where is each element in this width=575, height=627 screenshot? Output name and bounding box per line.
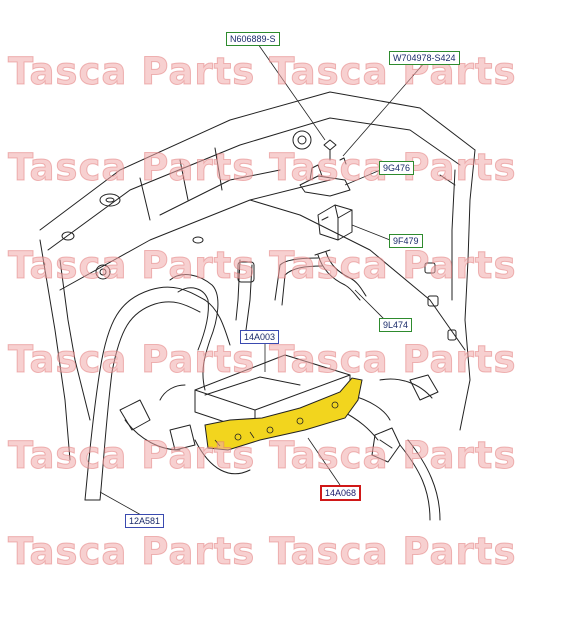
harness-12a581 <box>84 286 206 501</box>
leader-9f479 <box>351 224 391 241</box>
watermark: Tasca Parts Tasca Parts <box>7 434 517 478</box>
mount-hole <box>292 130 312 150</box>
callout-9g476: 9G476 <box>379 161 415 175</box>
sensor-9f479 <box>317 204 353 241</box>
leader-n606889 <box>257 43 326 141</box>
bracket-14a068-highlight <box>204 377 363 451</box>
mount-hole <box>95 264 111 280</box>
watermark: Tasca Parts Tasca Parts <box>7 338 517 382</box>
callout-14a003: 14A003 <box>240 330 280 344</box>
callout-9f479: 9F479 <box>389 234 423 248</box>
hose-9l474 <box>317 254 361 301</box>
callout-w704978: W704978-S424 <box>389 51 460 65</box>
watermark: Tasca Parts Tasca Parts <box>7 146 517 190</box>
bracket-9g476 <box>299 175 351 197</box>
leader-9g476 <box>344 167 386 186</box>
watermark: Tasca Parts Tasca Parts <box>7 530 517 574</box>
cowl-top-edge <box>39 91 476 231</box>
callout-12a581: 12A581 <box>125 514 165 528</box>
firewall-right-edge <box>459 149 476 431</box>
callout-9l474: 9L474 <box>379 318 413 332</box>
leader-14a068 <box>307 437 341 486</box>
cowl-inner-edge <box>47 117 461 251</box>
leader-w704978 <box>342 61 426 157</box>
callout-14a068: 14A068 <box>320 485 362 501</box>
watermark: Tasca Parts Tasca Parts <box>7 244 517 288</box>
callout-n606889: N606889-S <box>226 32 280 46</box>
leader-9l474 <box>354 289 386 321</box>
